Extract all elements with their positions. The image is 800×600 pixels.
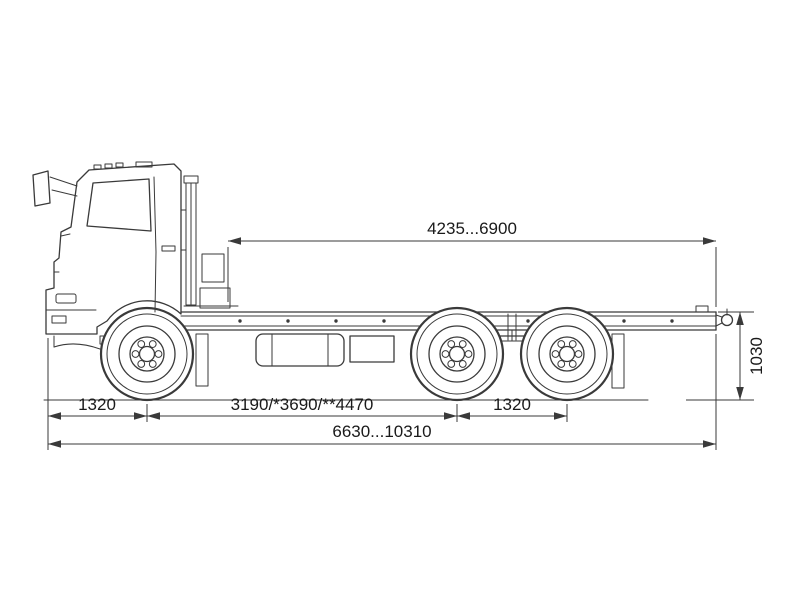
dim-label-top-span: 4235...6900 <box>427 219 517 238</box>
roof-details <box>93 161 153 170</box>
dimension-rear-axle-spacing: 1320 <box>457 395 568 422</box>
dimension-frame-height: 1030 <box>686 311 766 401</box>
hitch-bracket <box>695 305 709 313</box>
fuel-tank <box>255 333 345 367</box>
front-suspension <box>53 335 101 350</box>
rear-wheel-2 <box>519 306 615 402</box>
grille-lines <box>53 233 71 273</box>
dim-label-rear-axle-spacing: 1320 <box>493 395 531 414</box>
battery-box <box>349 335 395 363</box>
rear-wheel-1 <box>409 306 505 402</box>
door-handle <box>161 245 176 252</box>
mirror <box>32 170 78 207</box>
mirror-housing <box>32 170 51 207</box>
dimension-overall-length: 6630...10310 <box>48 334 717 450</box>
dimension-top-span: 4235...6900 <box>227 219 717 307</box>
door-seam <box>153 176 157 313</box>
dim-label-wheelbase: 3190/*3690/**4470 <box>231 395 374 414</box>
rear-mudflap <box>611 333 625 389</box>
mirror-arms <box>49 176 78 197</box>
headlight <box>55 293 77 304</box>
tow-eye <box>720 313 734 327</box>
fog-light <box>51 315 67 324</box>
exhaust-stack <box>180 175 199 306</box>
behind-cab-equipment <box>183 253 239 309</box>
dim-label-frame-height: 1030 <box>747 337 766 375</box>
cab <box>32 161 182 335</box>
side-window <box>86 178 152 232</box>
dimension-wheelbase: 3190/*3690/**4470 <box>147 395 458 422</box>
dim-label-overall-length: 6630...10310 <box>332 422 431 441</box>
bogie-center-bracket <box>507 313 517 341</box>
truck-drawing <box>32 161 734 402</box>
cab-outline <box>45 163 182 335</box>
front-wheel <box>99 306 195 402</box>
dim-label-front-overhang: 1320 <box>78 395 116 414</box>
dimension-front-overhang: 1320 <box>47 338 148 450</box>
dimensions: 4235...6900 1030 1320 3190/*3690/**4470 … <box>47 219 766 450</box>
front-mudflap <box>195 333 209 387</box>
